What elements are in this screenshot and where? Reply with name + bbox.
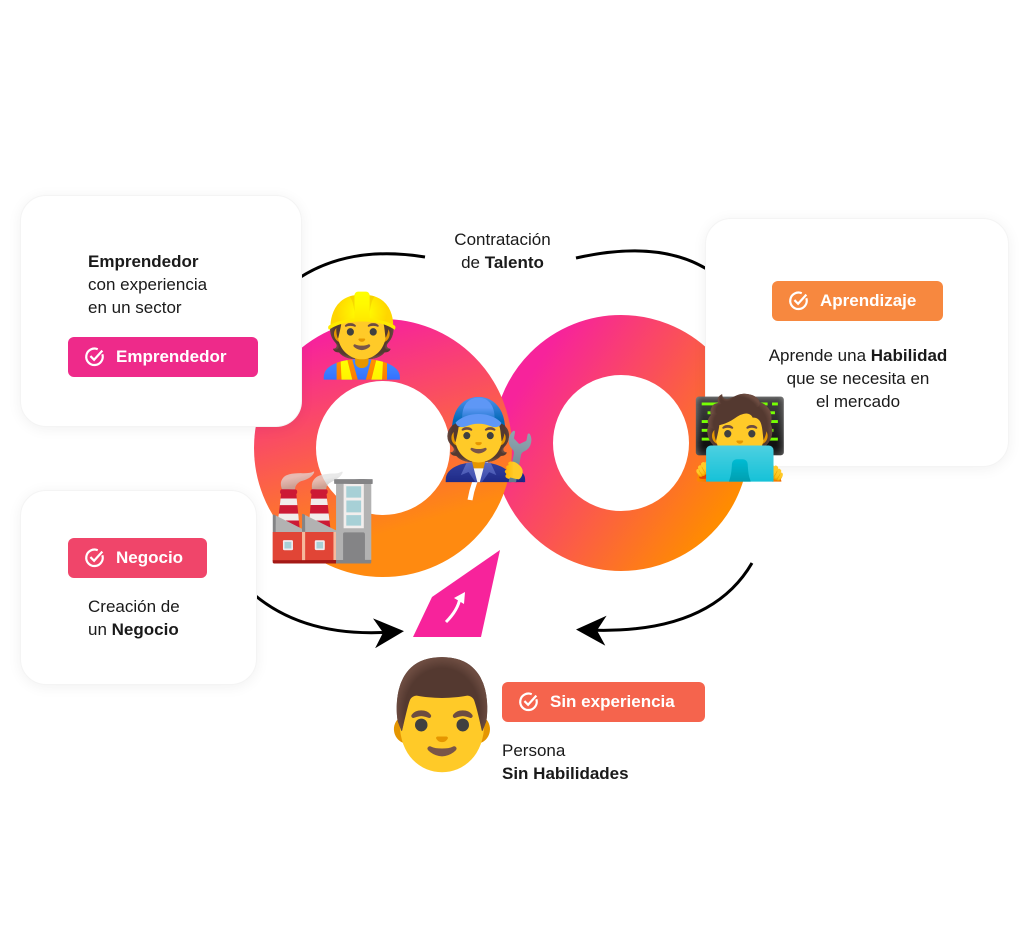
label-text: de (461, 253, 485, 272)
contratacion-label: Contratación de Talento (430, 228, 575, 274)
check-circle-icon (85, 548, 104, 568)
negocio-card (20, 490, 257, 685)
label-line: Contratación (454, 230, 551, 249)
aprendizaje-card (705, 218, 1009, 467)
check-circle-icon (85, 347, 104, 367)
emprendedor-title: Emprendedor (88, 252, 199, 271)
aprendizaje-line: que se necesita en (786, 369, 930, 388)
growth-marker (413, 550, 500, 637)
emprendedor-text: Emprendedor con experiencia en un sector (88, 250, 207, 319)
persona-line: Persona (502, 741, 566, 760)
negocio-bold: Negocio (111, 620, 179, 639)
aprendizaje-bold: Habilidad (870, 346, 948, 365)
arrow-aprendizaje-to-persona (576, 562, 754, 646)
sin-experiencia-badge: Sin experiencia (502, 682, 705, 722)
persona-text: Persona Sin Habilidades (502, 739, 629, 785)
check-circle-icon (789, 291, 808, 311)
mechanic-icon: 🧑‍🔧 (440, 395, 538, 483)
emprendedor-badge: Emprendedor (68, 337, 258, 377)
aprendizaje-line: el mercado (815, 392, 901, 411)
badge-label: Negocio (116, 548, 184, 567)
check-circle-icon (519, 692, 538, 712)
emprendedor-card (20, 195, 302, 427)
aprendizaje-text-part: Aprende una (768, 346, 871, 365)
badge-label: Sin experiencia (550, 692, 675, 711)
technologist-icon: 🧑‍💻 (690, 393, 790, 482)
badge-label: Aprendizaje (820, 291, 917, 310)
negocio-text-part: un (88, 620, 112, 639)
aprendizaje-text: Aprende una Habilidad que se necesita en… (740, 344, 976, 413)
persona-bold: Sin Habilidades (502, 764, 629, 783)
factory-icon: 🏭 (266, 465, 379, 565)
aprendizaje-badge: Aprendizaje (772, 281, 943, 321)
man-icon: 👨 (376, 656, 508, 774)
negocio-badge: Negocio (68, 538, 207, 578)
label-line: de Talento (430, 251, 575, 274)
emprendedor-line: con experiencia (88, 275, 208, 294)
left-ring (254, 319, 512, 577)
negocio-text: Creación de un Negocio (88, 595, 180, 641)
aprendizaje-line: Aprende una Habilidad (740, 344, 976, 367)
negocio-line: un Negocio (88, 618, 180, 641)
emprendedor-line: en un sector (88, 298, 182, 317)
construction-worker-icon: 👷 (312, 291, 412, 380)
label-bold: Talento (484, 253, 544, 272)
negocio-line: Creación de (88, 597, 180, 616)
badge-label: Emprendedor (116, 347, 227, 366)
